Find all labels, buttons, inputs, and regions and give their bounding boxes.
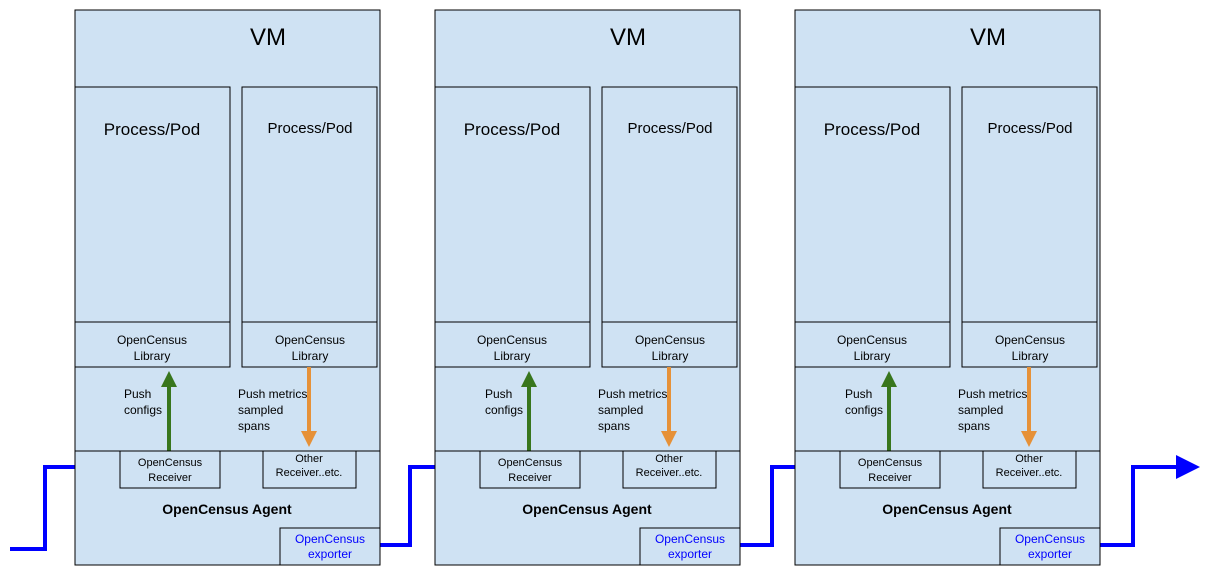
opencensus-library-label: OpenCensus (837, 333, 907, 347)
push-configs-label: Push (485, 387, 512, 401)
opencensus-library-label: Library (494, 349, 531, 363)
opencensus-exporter-box (639, 527, 741, 566)
opencensus-library-label: OpenCensus (477, 333, 547, 347)
opencensus-receiver-label: Receiver (148, 472, 192, 484)
push-configs-label: Push (845, 387, 872, 401)
other-receiver-label: Other (1015, 453, 1043, 465)
opencensus-receiver-label: OpenCensus (138, 457, 203, 469)
other-receiver-label: Receiver..etc. (636, 467, 703, 479)
process-pod-title: Process/Pod (627, 120, 712, 137)
opencensus-receiver-label: Receiver (868, 472, 912, 484)
other-receiver-label: Other (655, 453, 683, 465)
opencensus-exporter-box (999, 527, 1101, 566)
push-metrics-label: Push metrics, (958, 387, 1031, 401)
opencensus-library-label: Library (854, 349, 891, 363)
opencensus-exporter-label: OpenCensus (1015, 532, 1085, 546)
opencensus-receiver-box (479, 450, 581, 489)
other-receiver-box (622, 450, 717, 489)
opencensus-library-box (961, 321, 1098, 368)
opencensus-library-box (601, 321, 738, 368)
opencensus-exporter-box (279, 527, 381, 566)
push-metrics-label: spans (958, 419, 990, 433)
opencensus-library-label: Library (1012, 349, 1049, 363)
opencensus-library-label: OpenCensus (995, 333, 1065, 347)
opencensus-exporter-label: exporter (1028, 547, 1072, 561)
push-metrics-label: spans (238, 419, 270, 433)
process-pod-title: Process/Pod (104, 120, 200, 139)
opencensus-exporter-label: OpenCensus (655, 532, 725, 546)
opencensus-agent-label: OpenCensus Agent (522, 501, 652, 517)
opencensus-receiver-label: Receiver (508, 472, 552, 484)
opencensus-exporter-label: OpenCensus (295, 532, 365, 546)
process-pod-title: Process/Pod (987, 120, 1072, 137)
vm-3: VM Process/Pod OpenCensus Library Proces… (794, 9, 1101, 566)
vm-2: VM Process/Pod OpenCensus Library Proces… (434, 9, 741, 566)
push-configs-label: configs (485, 403, 523, 417)
vm-title: VM (250, 24, 286, 51)
other-receiver-label: Other (295, 453, 323, 465)
opencensus-library-label: OpenCensus (117, 333, 187, 347)
process-pod-box (794, 86, 951, 368)
push-configs-label: configs (845, 403, 883, 417)
flow-arrow-out (1100, 455, 1200, 547)
opencensus-receiver-box (119, 450, 221, 489)
push-configs-label: configs (124, 403, 162, 417)
opencensus-exporter-label: exporter (668, 547, 712, 561)
opencensus-library-box (74, 321, 231, 368)
opencensus-exporter-label: exporter (308, 547, 352, 561)
opencensus-library-label: Library (652, 349, 689, 363)
process-pod-box (601, 86, 738, 368)
push-metrics-label: sampled (598, 403, 643, 417)
process-pod-title: Process/Pod (267, 120, 352, 137)
process-pod-title: Process/Pod (464, 120, 560, 139)
opencensus-receiver-label: OpenCensus (498, 457, 563, 469)
vm-title: VM (610, 24, 646, 51)
push-configs-label: Push (124, 387, 151, 401)
other-receiver-box (982, 450, 1077, 489)
opencensus-library-box (434, 321, 591, 368)
process-pod-title: Process/Pod (824, 120, 920, 139)
opencensus-library-box (241, 321, 378, 368)
push-metrics-label: Push metrics, (598, 387, 671, 401)
push-metrics-label: sampled (958, 403, 1003, 417)
opencensus-library-label: Library (134, 349, 171, 363)
opencensus-library-label: OpenCensus (275, 333, 345, 347)
opencensus-agent-label: OpenCensus Agent (162, 501, 292, 517)
opencensus-library-label: Library (292, 349, 329, 363)
opencensus-receiver-box (839, 450, 941, 489)
opencensus-agent-label: OpenCensus Agent (882, 501, 1012, 517)
other-receiver-label: Receiver..etc. (276, 467, 343, 479)
process-pod-box (434, 86, 591, 368)
opencensus-library-label: OpenCensus (635, 333, 705, 347)
other-receiver-box (262, 450, 357, 489)
push-metrics-label: spans (598, 419, 630, 433)
opencensus-receiver-label: OpenCensus (858, 457, 923, 469)
vm-1: VM Process/Pod OpenCensus Library Proces… (74, 9, 381, 566)
process-pod-box (241, 86, 378, 368)
push-metrics-label: Push metrics, (238, 387, 311, 401)
other-receiver-label: Receiver..etc. (996, 467, 1063, 479)
vm-title: VM (970, 24, 1006, 51)
opencensus-library-box (794, 321, 951, 368)
process-pod-box (961, 86, 1098, 368)
push-metrics-label: sampled (238, 403, 283, 417)
